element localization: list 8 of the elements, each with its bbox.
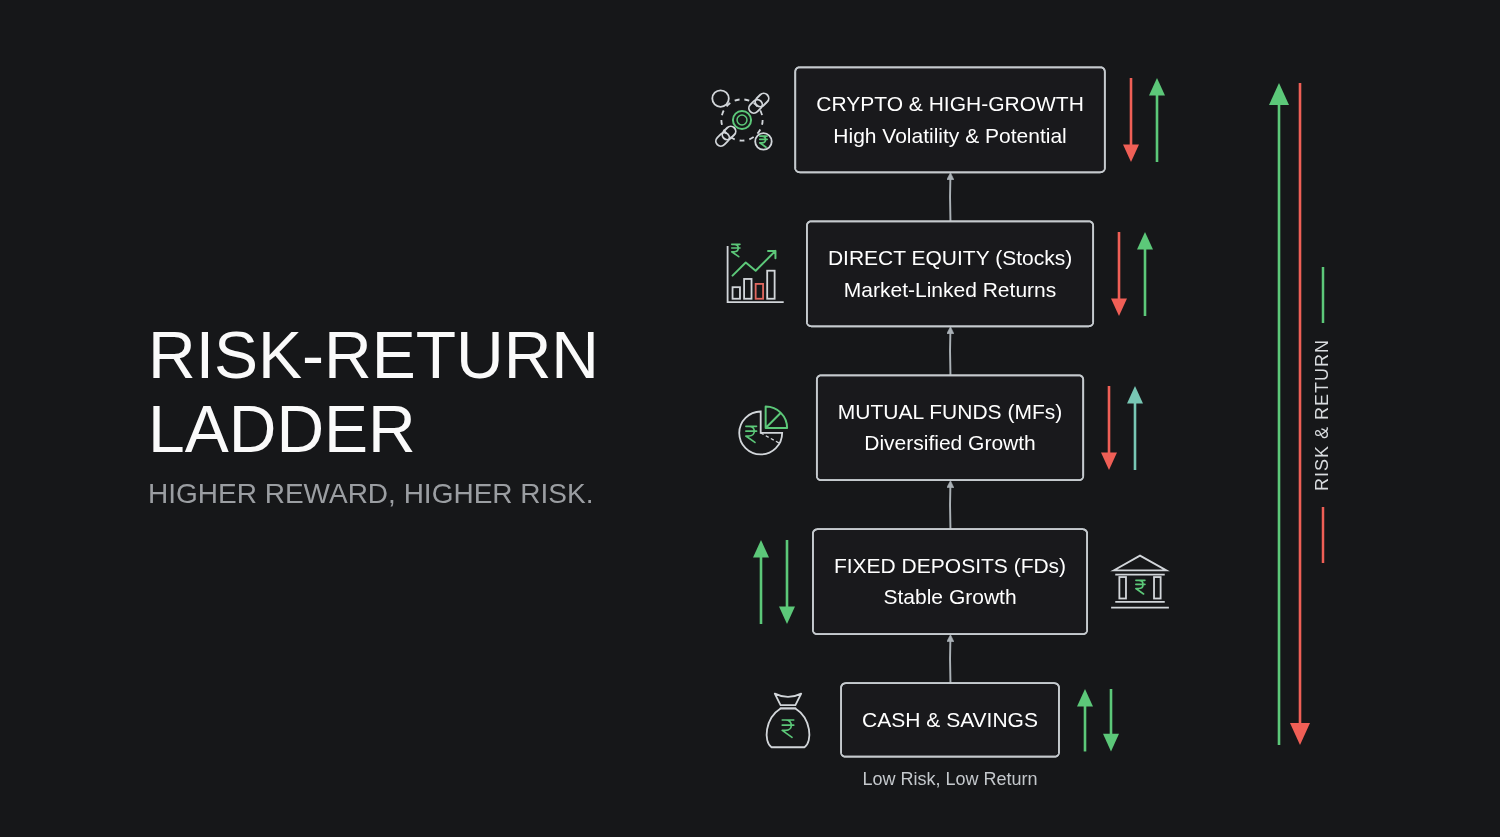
arrow [946, 326, 955, 377]
arrow [946, 634, 955, 685]
title: RISK-RETURN LADDER [148, 318, 600, 466]
node-caption: Low Risk, Low Return [862, 768, 1038, 790]
arrow [946, 480, 955, 531]
subtitle: HIGHER REWARD, HIGHER RISK. [148, 478, 594, 510]
axis-label: RISK & RETURN [1312, 339, 1333, 492]
arrow [946, 172, 955, 223]
